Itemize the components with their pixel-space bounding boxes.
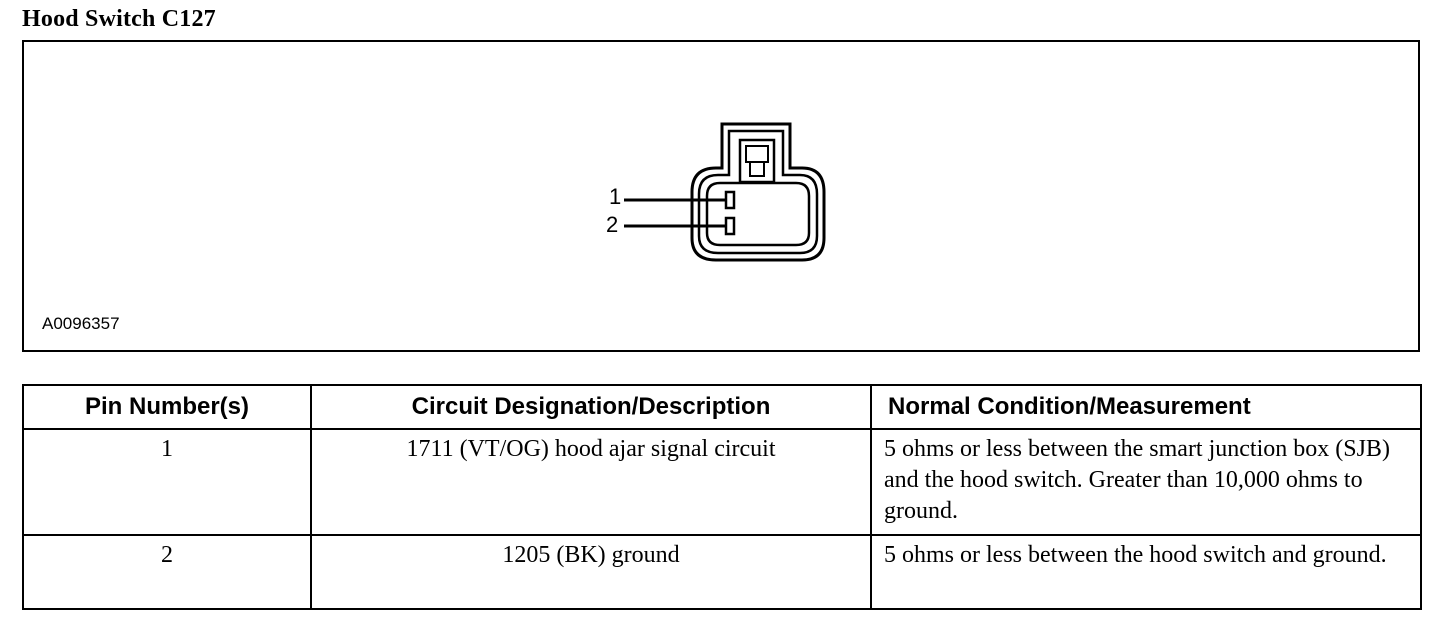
table-row: 2 1205 (BK) ground 5 ohms or less betwee… xyxy=(22,534,1422,610)
pin-label-2: 2 xyxy=(606,212,619,237)
pin-number-cell: 2 xyxy=(22,534,312,610)
pin-2-terminal xyxy=(724,216,736,236)
header-pin-number: Pin Number(s) xyxy=(22,384,312,430)
measurement-cell: 5 ohms or less between the smart junctio… xyxy=(870,428,1422,536)
header-measurement: Normal Condition/Measurement xyxy=(870,384,1422,430)
table-row: 1 1711 (VT/OG) hood ajar signal circuit … xyxy=(22,428,1422,536)
pin-number-cell: 1 xyxy=(22,428,312,536)
pin-label-1: 1 xyxy=(609,184,622,209)
page-title: Hood Switch C127 xyxy=(22,6,216,32)
circuit-cell: 1711 (VT/OG) hood ajar signal circuit xyxy=(310,428,872,536)
table-header-row: Pin Number(s) Circuit Designation/Descri… xyxy=(22,384,1422,430)
header-circuit: Circuit Designation/Description xyxy=(310,384,872,430)
circuit-cell: 1205 (BK) ground xyxy=(310,534,872,610)
measurement-cell: 5 ohms or less between the hood switch a… xyxy=(870,534,1422,610)
figure-id: A0096357 xyxy=(42,314,120,333)
pin-1-terminal xyxy=(724,190,736,210)
connector-figure xyxy=(22,40,1420,352)
connector-face-diagram xyxy=(624,122,826,262)
pin-table: Pin Number(s) Circuit Designation/Descri… xyxy=(22,384,1422,610)
